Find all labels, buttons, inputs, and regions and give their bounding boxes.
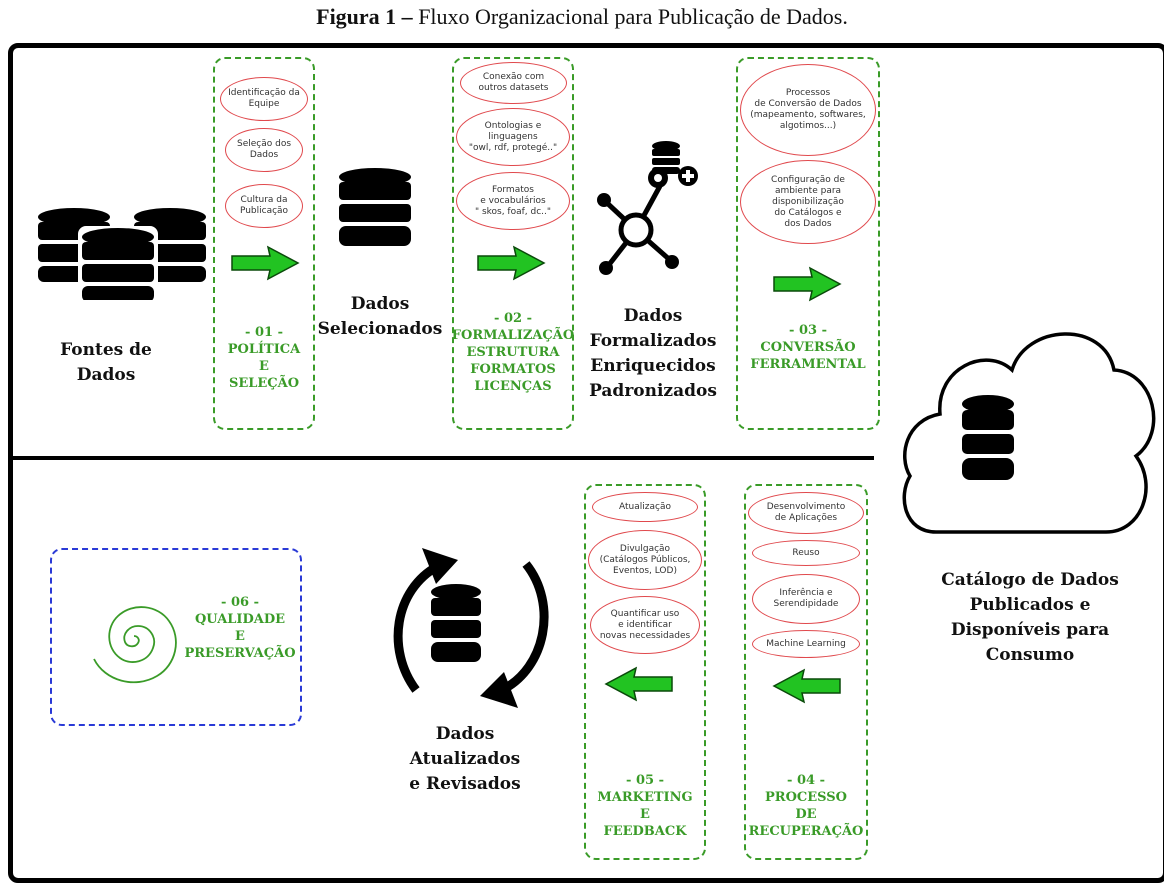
spiral-icon <box>93 606 177 684</box>
stage-05-box <box>584 484 706 860</box>
s02-item-formatos: Formatos e vocabulários " skos, foaf, dc… <box>456 172 570 230</box>
stage-04-label: - 04 - PROCESSO DE RECUPERAÇÃO <box>748 773 864 839</box>
s01-item-cultura: Cultura da Publicação <box>225 184 303 228</box>
s05-item-atualizacao: Atualização <box>592 492 698 522</box>
stage-05-label: - 05 - MARKETING E FEEDBACK <box>597 773 693 839</box>
database-icon <box>339 168 411 246</box>
stage-03-label: - 03 - CONVERSÃO FERRAMENTAL <box>750 323 866 372</box>
s05-item-quantificar: Quantificar uso e identificar novas nece… <box>590 596 700 654</box>
database-cluster-icon <box>38 208 206 300</box>
fontes-label: Fontes de Dados <box>60 340 152 385</box>
arrow-right-icon <box>773 266 842 302</box>
stage-06-label: - 06 - QUALIDADE E PRESERVAÇÃO <box>184 595 296 661</box>
figure-caption: Figura 1 – Fluxo Organizacional para Pub… <box>316 4 848 29</box>
stage-02-box <box>452 57 574 430</box>
arrow-left-icon <box>772 668 841 704</box>
refresh-database-icon <box>393 548 549 708</box>
network-database-icon <box>597 141 698 275</box>
s02-item-conexao: Conexão com outros datasets <box>460 62 567 104</box>
arrow-left-icon <box>604 666 673 702</box>
s04-item-inferencia: Inferência e Serendipidade <box>752 574 860 624</box>
formalizados-label: Dados Formalizados Enriquecidos Padroniz… <box>589 306 717 401</box>
stage-01-label: - 01 - POLÍTICA E SELEÇÃO <box>227 325 301 391</box>
row-divider <box>12 456 874 460</box>
arrow-right-icon <box>477 245 546 281</box>
stage-06-box <box>50 548 302 726</box>
stage-02-label: - 02 - FORMALIZAÇÃO ESTRUTURA FORMATOS L… <box>451 311 575 394</box>
catalogo-label: Catálogo de Dados Publicados e Disponíve… <box>941 570 1119 665</box>
arrow-right-icon <box>231 245 300 281</box>
s05-item-divulgacao: Divulgação (Catálogos Públicos, Eventos,… <box>588 530 702 590</box>
s01-item-equipe: Identificação da Equipe <box>220 77 308 121</box>
s04-item-machine-learning: Machine Learning <box>752 630 860 658</box>
stage-03-box <box>736 57 880 430</box>
s04-item-reuso: Reuso <box>752 540 860 566</box>
s01-item-selecao: Seleção dos Dados <box>225 128 303 172</box>
cloud-database-icon <box>902 332 1156 534</box>
stage-04-box <box>744 484 868 860</box>
stage-01-box <box>213 57 315 430</box>
s02-item-ontologias: Ontologias e linguagens "owl, rdf, prote… <box>456 108 570 166</box>
atualizados-label: Dados Atualizados e Revisados <box>409 724 521 794</box>
selecionados-label: Dados Selecionados <box>317 294 443 339</box>
s03-item-configuracao: Configuração de ambiente para disponibil… <box>740 160 876 244</box>
s03-item-processos: Processos de Conversão de Dados (mapeame… <box>740 64 876 156</box>
s04-item-desenvolvimento: Desenvolvimento de Aplicações <box>748 492 864 534</box>
